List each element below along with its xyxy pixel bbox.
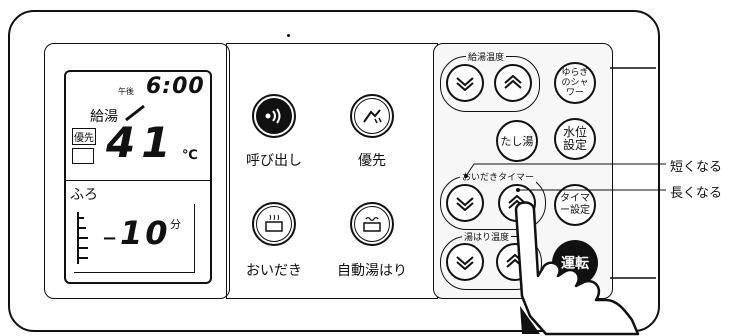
chevron-up-icon bbox=[504, 75, 522, 89]
level-bars-icon bbox=[77, 212, 88, 264]
callout-lines bbox=[464, 163, 666, 192]
empty-indicator-box bbox=[72, 148, 94, 164]
edge-connector-lines bbox=[610, 67, 656, 279]
oidaki-timer-section-label: おいだきタイマー bbox=[460, 170, 537, 183]
call-button-label: 呼び出し bbox=[246, 153, 302, 169]
priority-button[interactable] bbox=[350, 94, 394, 138]
auto-fill-button[interactable] bbox=[350, 202, 394, 246]
timer-dash: − bbox=[102, 228, 118, 249]
finger-pointer-icon bbox=[514, 201, 640, 336]
timer-inner-box bbox=[74, 204, 195, 273]
power-button-label: 運転 bbox=[561, 256, 589, 272]
water-level-setting-label: 水位設定 bbox=[562, 125, 587, 152]
bath-fill-temp-down-button[interactable] bbox=[446, 243, 484, 281]
reheat-button-label: おいだき bbox=[246, 263, 302, 279]
flow-slash-icon bbox=[125, 104, 145, 122]
chevron-down-icon bbox=[456, 77, 474, 91]
tashiyu-button[interactable]: たし湯 bbox=[496, 120, 538, 162]
auto-fill-button-label: 自動湯はり bbox=[337, 263, 407, 279]
water-level-setting-button[interactable]: 水位設定 bbox=[554, 118, 596, 160]
display-section bbox=[44, 43, 230, 299]
kyuto-label: 給湯 bbox=[90, 109, 118, 125]
reheat-button[interactable] bbox=[252, 202, 296, 246]
hot-water-temp-down-button[interactable] bbox=[446, 64, 484, 102]
priority-tap-icon bbox=[363, 109, 382, 124]
furo-label: ふろ bbox=[70, 187, 98, 203]
call-button[interactable] bbox=[252, 94, 296, 138]
priority-badge: 優先 bbox=[72, 128, 96, 145]
timer-setting-label: タイマー設定 bbox=[560, 193, 590, 216]
timer-setting-button[interactable]: タイマー設定 bbox=[554, 184, 596, 226]
hot-water-temp-up-button[interactable] bbox=[494, 64, 532, 102]
call-icon bbox=[265, 108, 281, 124]
yuragi-shower-label: ゆらぎのシャワー bbox=[561, 68, 589, 98]
tashiyu-label: たし湯 bbox=[500, 134, 534, 148]
temperature-unit: ℃ bbox=[182, 148, 198, 163]
annotation-longer: 長くなる bbox=[670, 186, 723, 201]
auto-fill-icon bbox=[363, 216, 381, 232]
chevron-down-icon bbox=[456, 256, 474, 270]
kyuto-ondo-section-label: 給湯温度 bbox=[466, 50, 507, 63]
timer-unit: 分 bbox=[170, 218, 181, 231]
priority-button-label: 優先 bbox=[358, 153, 386, 169]
yuhari-section-label: 湯はり温度 bbox=[462, 230, 512, 243]
time-prefix: 午後 bbox=[118, 87, 134, 96]
reheat-icon bbox=[265, 214, 283, 232]
top-indicator-dot bbox=[287, 34, 290, 37]
reheat-timer-down-button[interactable] bbox=[446, 184, 484, 222]
timer-minutes: 10 bbox=[120, 214, 171, 252]
display-divider bbox=[66, 180, 210, 181]
hot-water-temperature: 41 bbox=[106, 118, 177, 167]
chevron-down-icon bbox=[456, 197, 474, 211]
yuragi-shower-button[interactable]: ゆらぎのシャワー bbox=[554, 62, 596, 104]
lcd-display: 午後 6:00 給湯 優先 41 ℃ ふろ − 10 分 bbox=[64, 70, 212, 284]
annotation-shorter: 短くなる bbox=[670, 160, 723, 175]
clock-time: 6:00 bbox=[146, 74, 205, 99]
